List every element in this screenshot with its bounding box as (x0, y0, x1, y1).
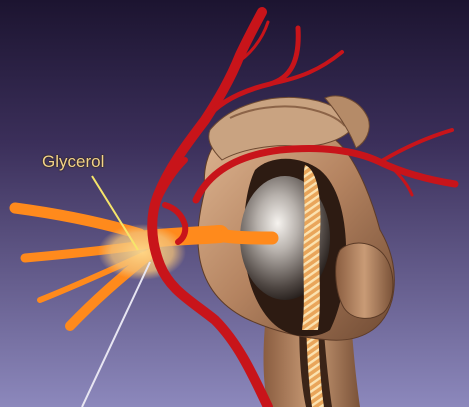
striped-tract (302, 165, 320, 330)
glycerol-injection-zone (98, 224, 186, 280)
glycerol-label: Glycerol (42, 152, 104, 172)
brain-mass (198, 96, 394, 340)
